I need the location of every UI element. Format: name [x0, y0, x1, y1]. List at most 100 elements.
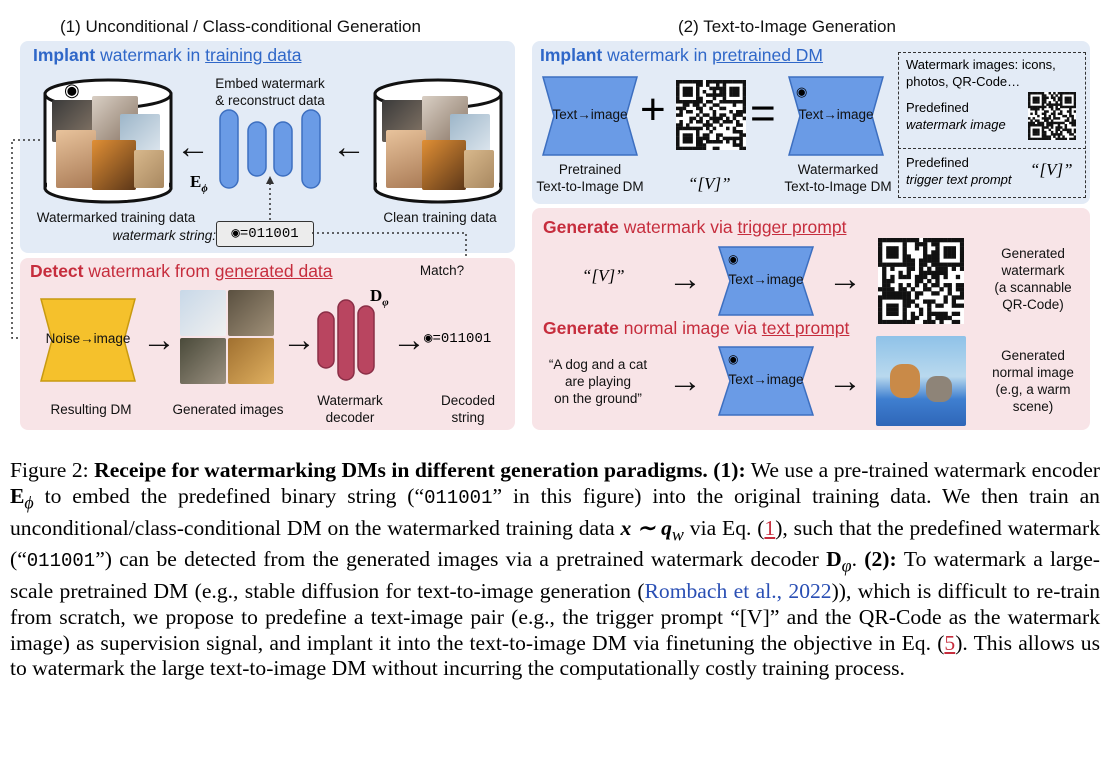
qr-module — [882, 291, 887, 296]
qr-module — [1041, 128, 1045, 132]
qr-module — [1066, 119, 1070, 122]
qr-module — [947, 262, 952, 267]
qr-module — [722, 93, 727, 97]
qr-module — [1041, 98, 1045, 102]
qr-module — [1057, 108, 1061, 111]
qr-module — [878, 238, 883, 243]
qr-module — [898, 270, 903, 276]
qr-module — [1060, 103, 1063, 106]
qr-module — [676, 83, 680, 87]
qr-module — [1060, 96, 1063, 100]
qr-module — [719, 113, 723, 117]
predefined-prompt-value: “[V]” — [1030, 160, 1073, 179]
qr-module — [943, 311, 948, 317]
qr-module — [1032, 92, 1036, 95]
qr-module — [959, 250, 964, 255]
qr-module — [696, 146, 700, 150]
qr-module — [914, 278, 920, 284]
qr-module — [1064, 128, 1068, 132]
qr-module — [902, 291, 907, 296]
qr-module — [1071, 119, 1074, 122]
qr-module — [1053, 110, 1056, 113]
qr-module — [1037, 130, 1040, 134]
fingerprint-icon: ◉ — [424, 331, 433, 347]
qr-module — [894, 307, 899, 312]
equation-ref-link[interactable]: 5 — [944, 630, 956, 655]
qr-module — [886, 303, 891, 308]
qr-module — [679, 80, 683, 84]
qr-module — [699, 110, 703, 114]
qr-module — [894, 295, 899, 300]
qr-module — [902, 287, 907, 292]
qr-module — [943, 262, 948, 267]
qr-module — [706, 83, 710, 87]
qr-module — [1057, 96, 1061, 100]
right-arrow-icon: → — [142, 321, 176, 359]
qr-module — [729, 86, 733, 91]
qr-module — [894, 238, 899, 243]
resulting-dm-label: Resulting DM — [50, 402, 132, 417]
qr-module — [902, 246, 907, 251]
qr-module — [706, 136, 710, 141]
qr-module — [951, 254, 957, 259]
qr-module — [914, 274, 920, 280]
photo-tiger — [92, 140, 136, 190]
gen1-t2i-model — [718, 246, 814, 316]
qr-module — [1046, 135, 1049, 138]
qr-module — [1041, 92, 1045, 95]
generated-dog-cat-image — [876, 336, 966, 426]
qr-module — [1050, 124, 1054, 127]
qr-module — [939, 311, 944, 317]
generated-wolf — [180, 338, 226, 384]
qr-module — [686, 146, 690, 150]
qr-module — [729, 80, 733, 84]
qr-module — [739, 140, 743, 144]
qr-module — [1028, 101, 1031, 104]
qr-module — [1057, 103, 1061, 106]
qr-module — [1044, 105, 1047, 109]
qr-module — [692, 126, 697, 131]
qr-module — [935, 283, 940, 288]
qr-module — [955, 303, 961, 308]
box-note: Watermark images: icons, photos, QR-Code… — [906, 57, 1056, 89]
qr-module — [1060, 130, 1063, 134]
qr-module — [1050, 119, 1054, 122]
citation-link[interactable]: Rombach et al., 2022 — [644, 579, 832, 604]
qr-module — [722, 83, 727, 87]
qr-module — [1060, 110, 1063, 113]
equation-ref-link[interactable]: 1 — [764, 515, 776, 540]
qr-module — [676, 96, 680, 101]
qr-module — [1064, 98, 1068, 102]
qr-module — [736, 120, 740, 124]
qr-module — [739, 130, 743, 134]
qr-module — [679, 113, 683, 117]
qr-module — [682, 90, 687, 94]
qr-module — [716, 103, 720, 107]
qr-module — [676, 100, 680, 104]
qr-module — [910, 299, 916, 304]
qr-module — [886, 238, 891, 243]
qr-module — [1048, 101, 1052, 104]
qr-module — [1046, 110, 1049, 113]
qr-module — [1041, 135, 1045, 138]
qr-module — [1069, 96, 1072, 100]
qr-module — [1073, 124, 1076, 127]
qr-module — [1055, 94, 1058, 97]
qr-module — [729, 100, 733, 104]
qr-module — [878, 307, 883, 312]
qr-module — [709, 86, 713, 91]
qr-module — [935, 254, 940, 259]
qr-module — [676, 140, 680, 144]
qr-module — [1060, 126, 1063, 129]
qr-module — [886, 254, 891, 259]
qr-module — [1028, 135, 1031, 138]
qr-module — [1060, 101, 1063, 104]
qr-module — [702, 90, 707, 94]
qr-module — [736, 110, 740, 114]
qr-module — [955, 311, 961, 317]
qr-module — [1053, 103, 1056, 106]
qr-module — [902, 295, 907, 300]
qr-module — [1071, 105, 1074, 109]
qr-module — [927, 278, 932, 284]
predefined-box — [898, 52, 1086, 198]
